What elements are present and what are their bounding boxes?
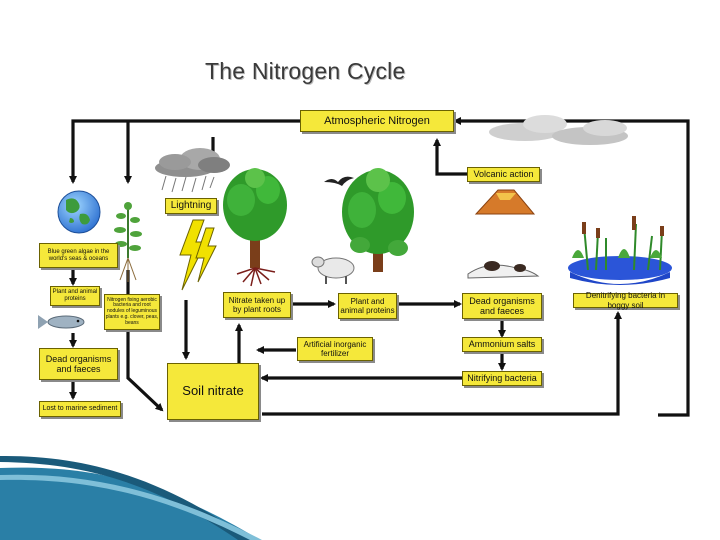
label-lightning: Lightning (165, 198, 217, 214)
diagram-title: The Nitrogen Cycle (205, 58, 405, 85)
label-plant-animal-proteins-center: Plant and animal proteins (338, 293, 397, 319)
label-dead-organisms-left: Dead organisms and faeces (39, 348, 118, 380)
label-nitrogen-fixing: Nitrogen fixing aerobic bacteria and roo… (104, 294, 160, 330)
label-blue-green-algae: Blue green algae in the world's seas & o… (39, 243, 118, 268)
label-volcanic-action: Volcanic action (467, 167, 540, 182)
label-nitrate-taken-up: Nitrate taken up by plant roots (223, 292, 291, 318)
label-lost-to-marine: Lost to marine sediment (39, 401, 121, 417)
label-artificial-fertilizer: Artificial inorganic fertilizer (297, 337, 373, 361)
label-denitrifying-bacteria: Denitrifying bacteria in boggy soil (573, 293, 678, 308)
globe-icon (58, 191, 100, 233)
label-plant-animal-proteins-left: Plant and animal proteins (50, 286, 100, 306)
label-nitrifying-bacteria: Nitrifying bacteria (462, 371, 542, 386)
label-soil-nitrate: Soil nitrate (167, 363, 259, 420)
label-atmospheric-nitrogen: Atmospheric Nitrogen (300, 110, 454, 132)
label-ammonium-salts: Ammonium salts (462, 337, 542, 352)
label-dead-organisms-right: Dead organisms and faeces (462, 293, 542, 319)
decorative-swoosh (0, 456, 262, 540)
